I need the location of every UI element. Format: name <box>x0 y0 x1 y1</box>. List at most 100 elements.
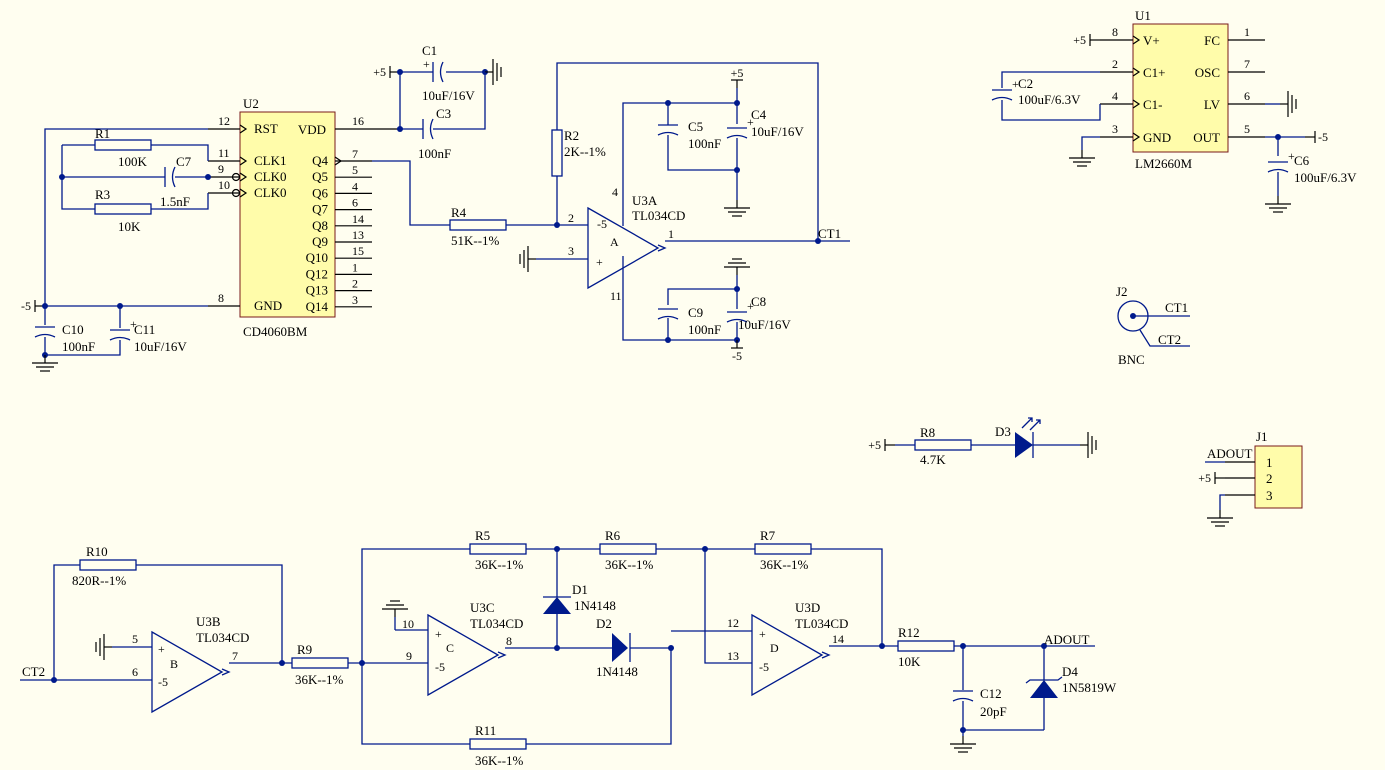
d3-ref: D3 <box>995 424 1011 439</box>
power-port: +5 <box>373 65 386 79</box>
pin-name: OSC <box>1195 65 1220 80</box>
pin-number: 4 <box>1112 89 1118 103</box>
pin-number: 3 <box>1266 488 1273 503</box>
r6-ref: R6 <box>605 528 621 543</box>
pin-number: 7 <box>352 147 358 161</box>
pin-number: 13 <box>727 649 739 663</box>
c10-value: 100nF <box>62 339 95 354</box>
pin-number: 6 <box>132 665 138 679</box>
u1-part: LM2660M <box>1135 156 1193 171</box>
junction-dot <box>59 174 65 180</box>
pin-name: V+ <box>1143 33 1160 48</box>
minus-sign: -5 <box>158 675 168 689</box>
j2-ref: J2 <box>1116 284 1128 299</box>
polarity-mark: + <box>1288 149 1295 163</box>
pin-number: 5 <box>132 632 138 646</box>
pin-number: 10 <box>218 178 230 192</box>
pin-number: 16 <box>352 114 364 128</box>
c7-ref: C7 <box>176 154 192 169</box>
pin-name: Q10 <box>306 250 328 265</box>
c1-ref: C1 <box>422 43 437 58</box>
pin-number: 12 <box>218 114 230 128</box>
pin-name: Q12 <box>306 266 328 281</box>
junction-dot <box>815 238 821 244</box>
d1-ref: D1 <box>572 582 588 597</box>
pin-number: 11 <box>218 146 230 160</box>
r8-ref: R8 <box>920 425 935 440</box>
junction-dot <box>734 167 740 173</box>
pin-name: Q4 <box>312 153 328 168</box>
d4-value: 1N5819W <box>1062 680 1117 695</box>
pin-number: 8 <box>506 634 512 648</box>
power-port: +5 <box>868 438 881 452</box>
pin-number: 3 <box>352 293 358 307</box>
pin-number: 1 <box>668 227 674 241</box>
r7-ref: R7 <box>760 528 776 543</box>
diode-d2-icon <box>612 633 628 662</box>
net-ct2: CT2 <box>1158 332 1181 347</box>
plus-sign: + <box>435 627 442 641</box>
pin-name: GND <box>254 298 282 313</box>
u3c-unit: C <box>446 641 454 655</box>
polarity-mark: + <box>130 317 137 331</box>
u1-ref: U1 <box>1135 8 1151 23</box>
c2-ref: C2 <box>1018 76 1033 91</box>
pin-name: CLK1 <box>254 153 287 168</box>
pin-name: RST <box>254 121 278 136</box>
net-ct1: CT1 <box>1165 300 1188 315</box>
c3-value: 100nF <box>418 146 451 161</box>
pin-number: 10 <box>402 617 414 631</box>
d1-value: 1N4148 <box>574 598 616 613</box>
c10-ref: C10 <box>62 322 84 337</box>
pin-number: 4 <box>612 185 618 199</box>
u1-body[interactable] <box>1132 23 1229 153</box>
c2-value: 100uF/6.3V <box>1018 92 1081 107</box>
pin-name: VDD <box>298 122 326 137</box>
c6-value: 100uF/6.3V <box>1294 170 1357 185</box>
r3-value: 10K <box>118 219 141 234</box>
pin-name: Q6 <box>312 185 328 200</box>
u3b-unit: B <box>170 657 178 671</box>
r4-value: 51K--1% <box>451 233 500 248</box>
r12-value: 10K <box>898 654 921 669</box>
u2-ref: U2 <box>243 96 259 111</box>
u2-body[interactable] <box>239 111 336 318</box>
r4-ref: R4 <box>451 205 467 220</box>
pin-name: Q9 <box>312 234 328 249</box>
r10-value: 820R--1% <box>72 573 126 588</box>
pin-number: 15 <box>352 244 364 258</box>
pin-number: 4 <box>352 179 358 193</box>
power-port: +5 <box>1198 471 1211 485</box>
r7-value: 36K--1% <box>760 557 809 572</box>
pin-number: 6 <box>1244 89 1250 103</box>
c9-value: 100nF <box>688 322 721 337</box>
pin-number: 7 <box>232 649 238 663</box>
u3c-part: TL034CD <box>470 616 523 631</box>
j2-part: BNC <box>1118 352 1145 367</box>
pin-number: 1 <box>352 260 358 274</box>
r1-value: 100K <box>118 154 148 169</box>
polarity-mark: + <box>423 57 430 71</box>
c1-value: 10uF/16V <box>422 88 475 103</box>
pin-name: GND <box>1143 130 1171 145</box>
r1-ref: R1 <box>95 126 110 141</box>
pin-number: 2 <box>352 277 358 291</box>
pin-number: 14 <box>352 212 364 226</box>
j1-body[interactable] <box>1254 445 1303 509</box>
pin-number: 12 <box>727 616 739 630</box>
pin-number: 2 <box>1112 57 1118 71</box>
pin-name: Q13 <box>306 283 328 298</box>
pin-number: 3 <box>1112 122 1118 136</box>
pin-number: 1 <box>1266 455 1273 470</box>
pin-number: 1 <box>1244 25 1250 39</box>
pin-name: LV <box>1204 97 1221 112</box>
r9-ref: R9 <box>297 642 312 657</box>
pin-number: 11 <box>610 289 622 303</box>
polarity-mark: + <box>1012 77 1019 91</box>
r3-ref: R3 <box>95 187 110 202</box>
